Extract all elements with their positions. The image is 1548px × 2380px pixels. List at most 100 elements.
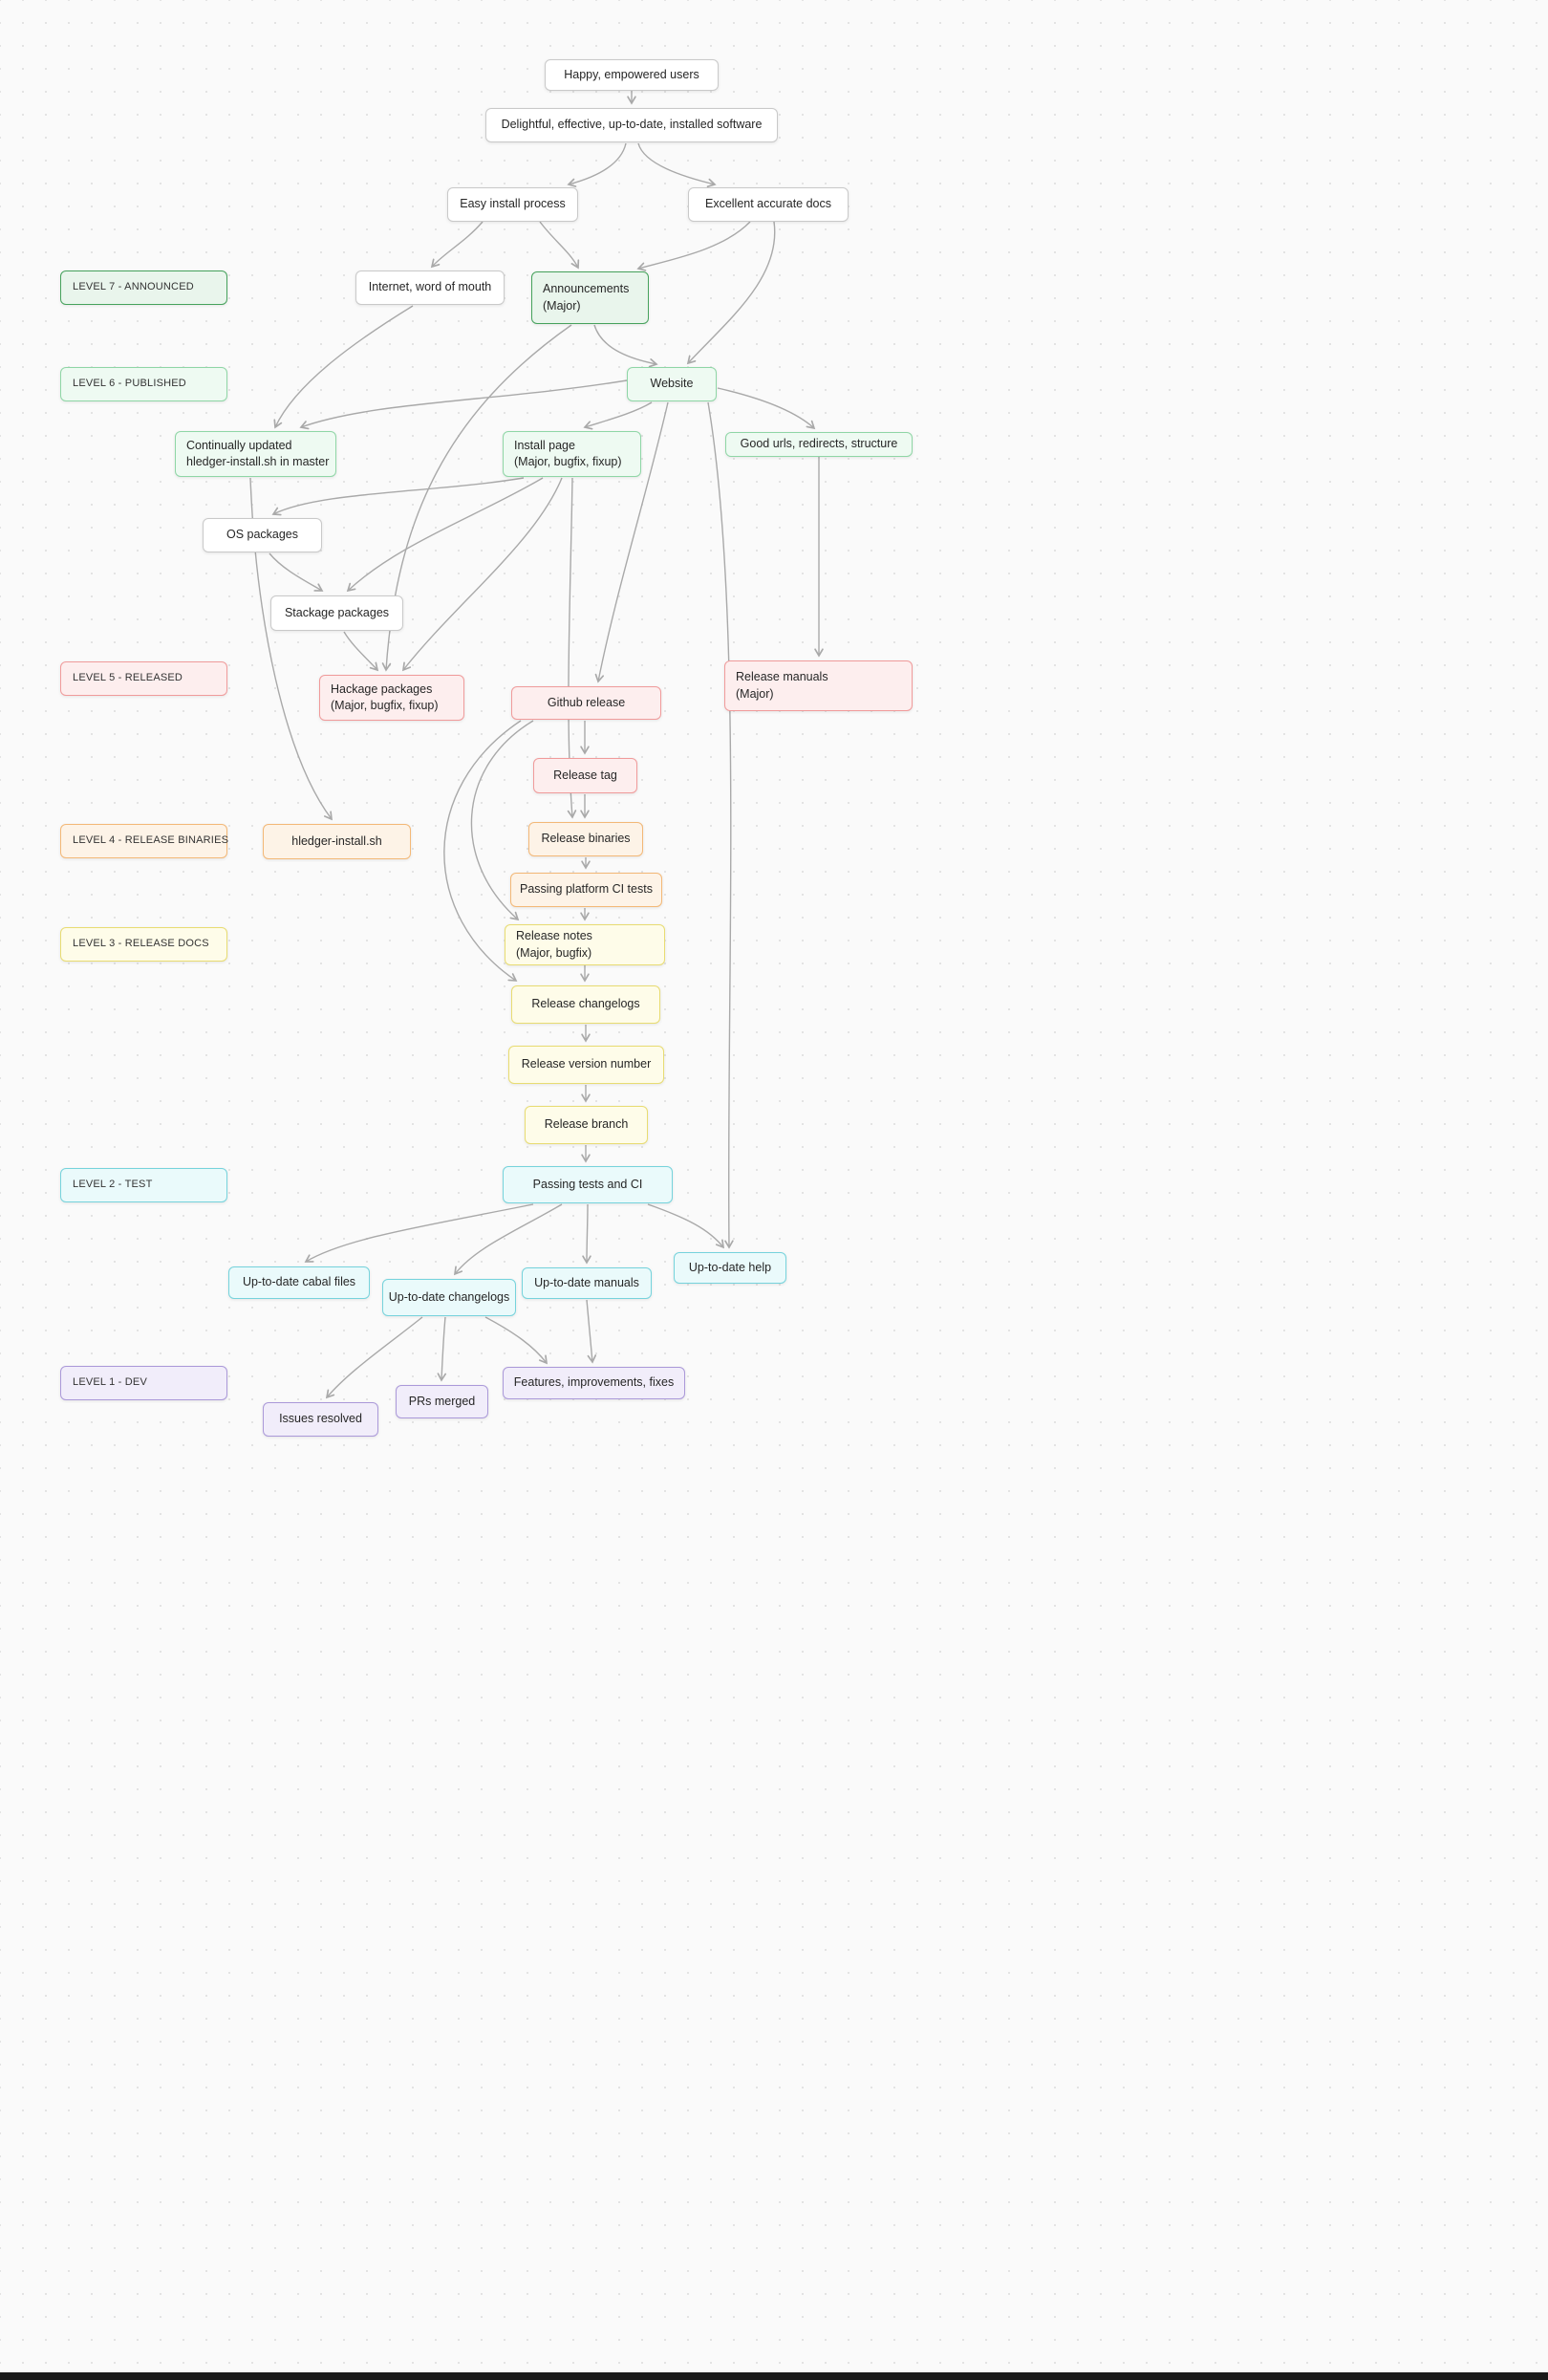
- level-label-text: LEVEL 3 - RELEASE DOCS: [73, 938, 209, 950]
- edge-stackage-hackage: [343, 631, 379, 672]
- node-label: Release manuals: [736, 670, 828, 684]
- edge-up-manuals-features: [586, 1299, 597, 1364]
- node-sublabel: hledger-install.sh in master: [186, 455, 330, 468]
- node-passing-platform-ci-tests: Passing platform CI tests: [510, 873, 662, 907]
- node-label: Excellent accurate docs: [704, 197, 831, 211]
- node-label: Happy, empowered users: [564, 67, 699, 81]
- node-easy-install-process: Easy install process: [447, 187, 578, 222]
- edge-excellent-docs-website: [686, 221, 776, 365]
- node-release-branch: Release branch: [525, 1106, 648, 1144]
- edge-passing-tests-cabal-files: [304, 1203, 534, 1263]
- edge-github-release-changelogs: [443, 720, 522, 982]
- edge-github-release-notes: [470, 720, 534, 921]
- node-sublabel: (Major): [543, 298, 581, 313]
- node-label: hledger-install.sh: [291, 833, 382, 848]
- node-label: OS packages: [226, 528, 299, 542]
- node-label: Release version number: [521, 1057, 652, 1071]
- edge-up-changelogs-features: [484, 1316, 548, 1365]
- edge-easy-install-internet: [430, 221, 484, 269]
- level-label-4: LEVEL 4 - RELEASE BINARIES: [60, 824, 229, 858]
- edge-easy-install-announcements: [539, 221, 580, 270]
- edge-delightful-excellent-docs: [637, 142, 717, 188]
- node-label: Continually updated: [186, 438, 292, 452]
- node-up-to-date-changelogs: Up-to-date changelogs: [382, 1279, 516, 1316]
- node-label: Issues resolved: [279, 1412, 362, 1426]
- node-release-notes: Release notes (Major, bugfix): [505, 924, 665, 965]
- level-label-text: LEVEL 7 - ANNOUNCED: [73, 281, 194, 293]
- node-label: Up-to-date cabal files: [242, 1275, 356, 1289]
- node-label: Passing tests and CI: [532, 1177, 643, 1191]
- node-label: Announcements: [543, 282, 630, 296]
- edge-internet-continually-updated: [273, 305, 414, 429]
- node-sublabel: (Major, bugfix, fixup): [331, 699, 439, 712]
- node-sublabel: (Major, bugfix, fixup): [514, 455, 622, 468]
- node-label: Easy install process: [460, 197, 566, 211]
- edge-announcements-hackage: [381, 324, 572, 672]
- node-release-binaries: Release binaries: [528, 822, 643, 856]
- node-label: PRs merged: [408, 1394, 476, 1408]
- edge-passing-tests-up-help: [647, 1203, 725, 1249]
- edge-os-packages-stackage: [269, 552, 324, 592]
- edge-delightful-easy-install: [567, 142, 627, 187]
- node-hackage-packages: Hackage packages (Major, bugfix, fixup): [319, 675, 464, 721]
- node-good-urls: Good urls, redirects, structure: [725, 432, 913, 457]
- node-label: Up-to-date changelogs: [388, 1289, 510, 1304]
- edge-install-page-os-packages: [271, 477, 525, 516]
- edge-up-changelogs-issues: [325, 1316, 423, 1399]
- level-label-2: LEVEL 2 - TEST: [60, 1168, 227, 1202]
- node-label: Release tag: [553, 768, 617, 782]
- level-label-7: LEVEL 7 - ANNOUNCED: [60, 270, 227, 305]
- node-up-to-date-help: Up-to-date help: [674, 1252, 786, 1284]
- node-features-improvements-fixes: Features, improvements, fixes: [503, 1367, 685, 1399]
- edge-website-github-release: [594, 401, 669, 683]
- node-label: Good urls, redirects, structure: [740, 437, 898, 451]
- node-label: Stackage packages: [284, 605, 390, 619]
- edge-excellent-docs-announcements: [636, 221, 751, 271]
- node-label: Passing platform CI tests: [520, 882, 653, 897]
- node-label: Release changelogs: [531, 997, 640, 1011]
- level-label-text: LEVEL 4 - RELEASE BINARIES: [73, 834, 229, 847]
- node-sublabel: (Major): [736, 686, 774, 701]
- node-release-tag: Release tag: [533, 758, 637, 793]
- node-issues-resolved: Issues resolved: [263, 1402, 378, 1437]
- node-excellent-accurate-docs: Excellent accurate docs: [688, 187, 849, 222]
- level-label-1: LEVEL 1 - DEV: [60, 1366, 227, 1400]
- node-continually-updated-install-script: Continually updated hledger-install.sh i…: [175, 431, 336, 477]
- node-internet-word-of-mouth: Internet, word of mouth: [355, 270, 505, 305]
- edge-passing-tests-up-manuals: [582, 1203, 591, 1265]
- node-release-manuals: Release manuals (Major): [724, 660, 913, 711]
- edge-website-up-help: [707, 401, 734, 1249]
- node-passing-tests-and-ci: Passing tests and CI: [503, 1166, 673, 1203]
- level-label-text: LEVEL 2 - TEST: [73, 1179, 153, 1191]
- node-up-to-date-manuals: Up-to-date manuals: [522, 1267, 652, 1299]
- level-label-text: LEVEL 1 - DEV: [73, 1376, 148, 1389]
- node-label: Website: [650, 377, 694, 391]
- bottom-bar: [0, 2372, 1548, 2380]
- node-os-packages: OS packages: [203, 518, 322, 552]
- node-install-page: Install page (Major, bugfix, fixup): [503, 431, 641, 477]
- level-label-6: LEVEL 6 - PUBLISHED: [60, 367, 227, 401]
- edge-website-continually-updated: [299, 379, 628, 430]
- level-label-text: LEVEL 5 - RELEASED: [73, 672, 183, 684]
- node-label: Release notes: [516, 929, 592, 943]
- level-label-3: LEVEL 3 - RELEASE DOCS: [60, 927, 227, 962]
- node-happy-users: Happy, empowered users: [545, 59, 719, 91]
- node-label: Release binaries: [541, 832, 631, 846]
- node-label: Internet, word of mouth: [368, 280, 492, 294]
- node-website: Website: [627, 367, 717, 401]
- node-label: Up-to-date manuals: [534, 1275, 639, 1289]
- edge-website-install-page: [583, 401, 653, 430]
- edge-up-changelogs-prs: [437, 1316, 447, 1382]
- node-label: Release branch: [544, 1117, 629, 1132]
- node-release-changelogs: Release changelogs: [511, 985, 660, 1024]
- edge-install-page-stackage: [346, 477, 544, 593]
- node-label: Github release: [547, 695, 626, 709]
- node-sublabel: (Major, bugfix): [516, 945, 592, 960]
- edge-install-page-hackage: [401, 477, 563, 672]
- node-label: Install page: [514, 438, 575, 452]
- node-stackage-packages: Stackage packages: [270, 595, 403, 631]
- node-release-version-number: Release version number: [508, 1046, 664, 1084]
- node-announcements: Announcements (Major): [531, 271, 649, 324]
- node-prs-merged: PRs merged: [396, 1385, 488, 1418]
